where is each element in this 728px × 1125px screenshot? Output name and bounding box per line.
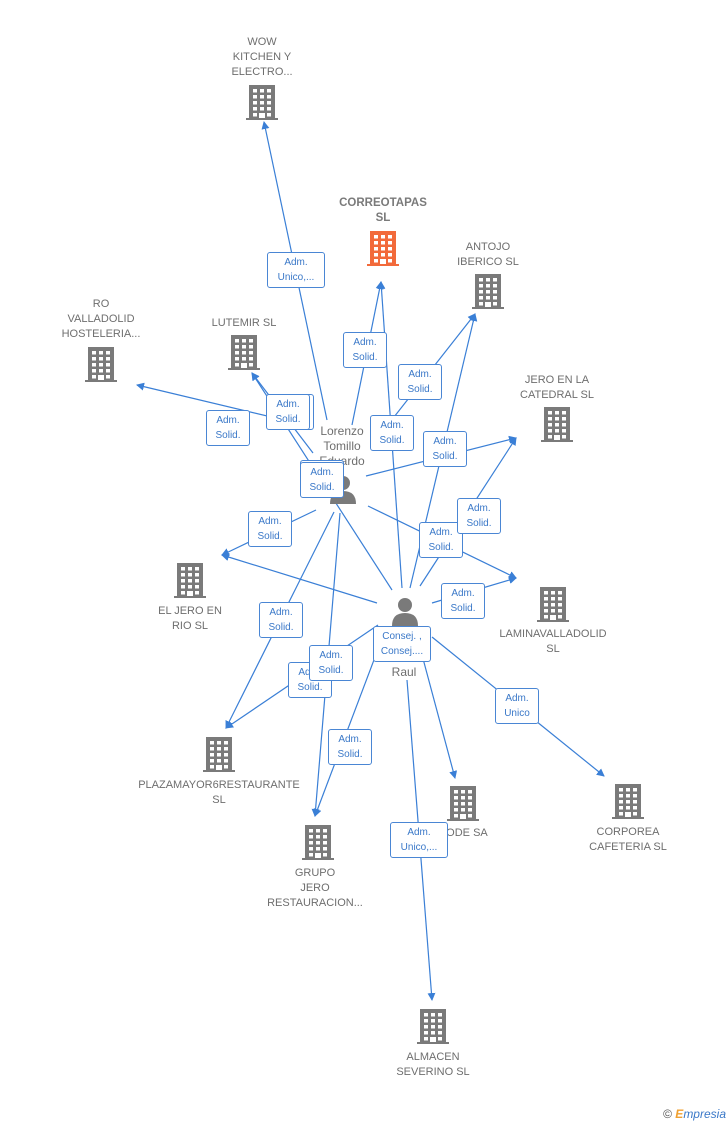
edge-raul-el_jero_rio bbox=[221, 553, 378, 604]
edge-role-label[interactable]: Adm. Solid. bbox=[328, 729, 372, 765]
edge-role-label[interactable]: Adm. Solid. bbox=[206, 410, 250, 446]
edge-role-label[interactable]: Adm. Solid. bbox=[300, 462, 344, 498]
edge-role-label[interactable]: Adm. Solid. bbox=[398, 364, 442, 400]
footer-brand[interactable]: © Empresia bbox=[663, 1107, 726, 1121]
building-icon bbox=[472, 274, 504, 309]
company-label-plazamayor[interactable]: PLAZAMAYOR6RESTAURANTE SL bbox=[138, 779, 300, 806]
company-label-el_jero_rio[interactable]: EL JERO EN RIO SL bbox=[158, 605, 222, 632]
building-icon bbox=[203, 737, 235, 772]
person-label-raul[interactable]: Raul bbox=[391, 665, 417, 679]
edge-role-label[interactable]: Adm. Solid. bbox=[259, 602, 303, 638]
edge-role-label[interactable]: Adm. Solid. bbox=[423, 431, 467, 467]
company-label-lutemir[interactable]: LUTEMIR SL bbox=[211, 317, 277, 329]
edge-role-label[interactable]: Adm. Solid. bbox=[248, 511, 292, 547]
brand-name: mpresia bbox=[683, 1107, 726, 1121]
building-icon bbox=[367, 231, 399, 266]
edge-role-label[interactable]: Adm. Unico bbox=[495, 688, 539, 724]
brand-initial: E bbox=[675, 1107, 684, 1121]
edge-role-label[interactable]: Consej. , Consej.... bbox=[373, 626, 431, 662]
company-label-almacen[interactable]: ALMACEN SEVERINO SL bbox=[396, 1051, 470, 1078]
company-label-wow[interactable]: WOW KITCHEN Y ELECTRO... bbox=[231, 36, 293, 78]
edge-role-label[interactable]: Adm. Solid. bbox=[457, 498, 501, 534]
building-icon bbox=[612, 784, 644, 819]
company-label-jero_catedral[interactable]: JERO EN LA CATEDRAL SL bbox=[520, 374, 594, 401]
edge-role-label[interactable]: Adm. Solid. bbox=[419, 522, 463, 558]
company-label-grupo[interactable]: GRUPO JERO RESTAURACION... bbox=[267, 867, 363, 909]
edge-role-label[interactable]: Adm. Solid. bbox=[309, 645, 353, 681]
company-label-correo[interactable]: CORREOTAPAS SL bbox=[339, 197, 427, 224]
edge-raul-code bbox=[417, 639, 458, 779]
building-icon bbox=[541, 407, 573, 442]
edge-role-label[interactable]: Adm. Solid. bbox=[266, 394, 310, 430]
building-icon bbox=[174, 563, 206, 598]
edge-role-label[interactable]: Adm. Unico,... bbox=[267, 252, 325, 288]
building-icon bbox=[302, 825, 334, 860]
company-label-corporea[interactable]: CORPOREA CAFETERIA SL bbox=[589, 826, 667, 853]
building-icon bbox=[537, 587, 569, 622]
copyright-symbol: © bbox=[663, 1107, 672, 1121]
company-label-lamina[interactable]: LAMINAVALLADOLID SL bbox=[499, 628, 607, 655]
edge-role-label[interactable]: Adm. Solid. bbox=[370, 415, 414, 451]
icons-layer bbox=[85, 85, 644, 1044]
building-icon bbox=[228, 335, 260, 370]
building-icon bbox=[447, 786, 479, 821]
company-label-ro[interactable]: RO VALLADOLID HOSTELERIA... bbox=[61, 298, 141, 340]
company-label-antojo[interactable]: ANTOJO IBERICO SL bbox=[457, 241, 519, 268]
edge-role-label[interactable]: Adm. Solid. bbox=[441, 583, 485, 619]
building-icon bbox=[85, 347, 117, 382]
edge-role-label[interactable]: Adm. Solid. bbox=[343, 332, 387, 368]
building-icon bbox=[417, 1009, 449, 1044]
building-icon bbox=[246, 85, 278, 120]
person-icon bbox=[392, 598, 418, 626]
edge-role-label[interactable]: Adm. Unico,... bbox=[390, 822, 448, 858]
edge-raul-grupo bbox=[313, 635, 384, 817]
